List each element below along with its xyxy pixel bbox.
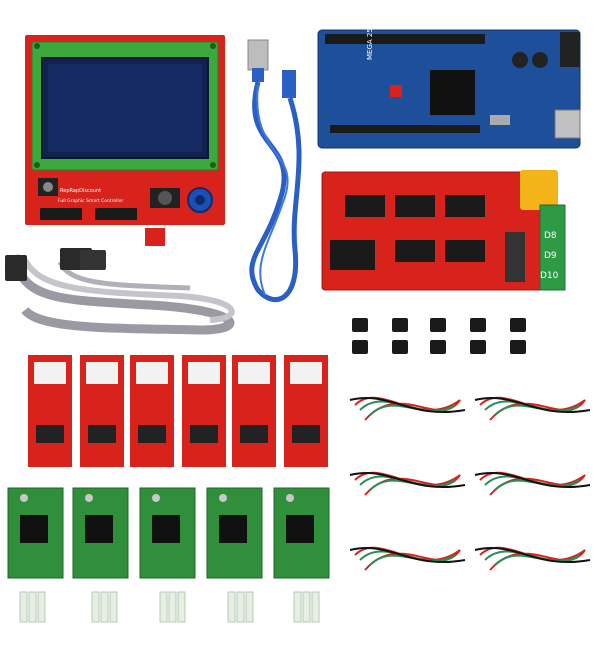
stepper-drivers [7,487,330,579]
cable-bundle-1 [349,396,466,421]
ramps-board: D8 D9 D10 [321,170,566,291]
pin-label-d9: D9 [544,251,557,261]
cable-bundle-6 [474,546,591,571]
ribbon-cables [5,248,235,335]
lcd-controller: RepRapDiscount Full Graphic Smart Contro… [25,35,225,246]
cable-bundle-2 [474,396,591,421]
endstop-6 [284,355,328,467]
mega-board: MEGA 2560 [317,19,581,149]
lcd-brand-text: RepRapDiscount [60,188,101,194]
endstop-1 [28,355,72,467]
driver-1 [7,487,64,579]
endstop-3 [130,355,174,467]
pin-label-d8: D8 [544,231,557,241]
cable-bundle-3 [349,471,466,496]
heatsinks [19,591,320,623]
jumpers [352,318,526,354]
endstop-5 [232,355,276,467]
ramps-pin-labels: D8 D9 D10 [540,231,559,281]
lcd-subtitle-text: Full Graphic Smart Controller [58,198,123,204]
driver-3 [139,487,196,579]
endstop-4 [182,355,226,467]
cable-bundle-4 [474,471,591,496]
cable-bundle-5 [349,546,466,571]
endstops [28,355,328,467]
endstop-2 [80,355,124,467]
usb-cable [247,39,302,302]
driver-2 [72,487,129,579]
driver-5 [273,487,330,579]
driver-4 [206,487,263,579]
pin-label-d10: D10 [540,271,559,281]
cable-bundles [349,396,591,571]
mega-model-text: MEGA 2560 [366,19,374,60]
